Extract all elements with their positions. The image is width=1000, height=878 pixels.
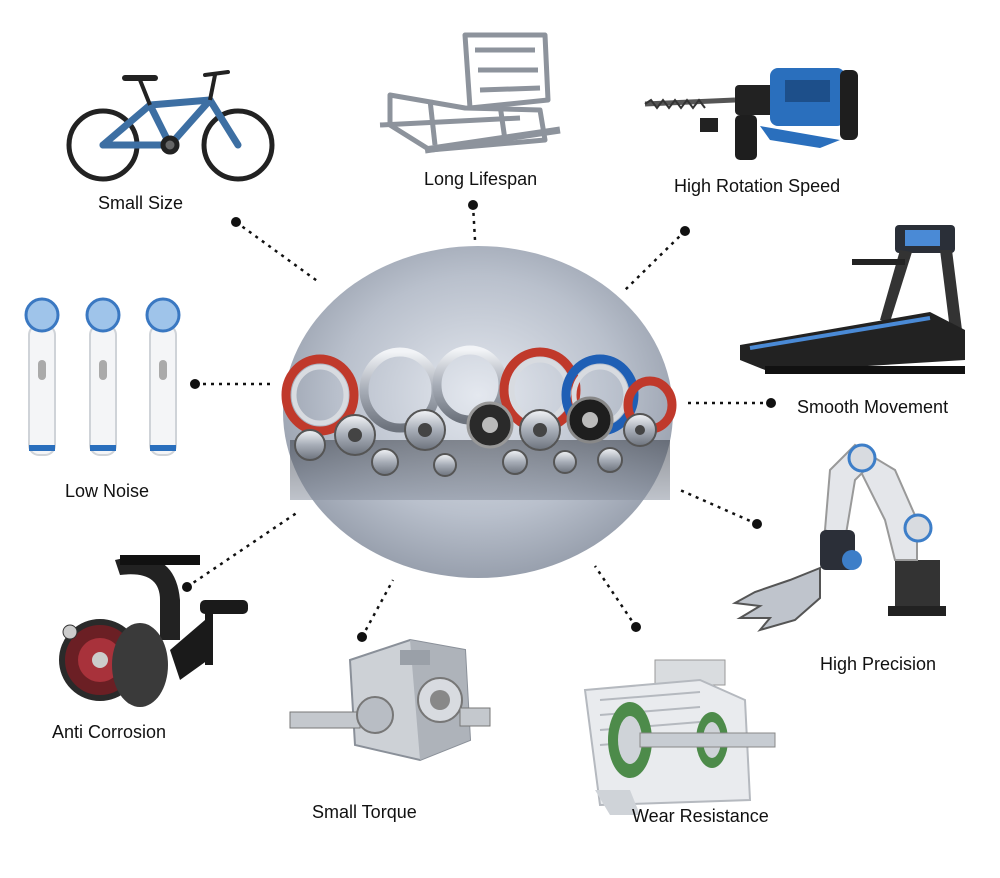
robot-arm-icon bbox=[731, 443, 946, 632]
label-high-rotation-speed: High Rotation Speed bbox=[674, 176, 841, 196]
label-smooth-movement: Smooth Movement bbox=[797, 397, 949, 417]
connector-lines bbox=[186, 204, 771, 638]
treadmill-icon bbox=[740, 225, 965, 374]
label-low-noise: Low Noise bbox=[65, 481, 150, 501]
center-bearings-image bbox=[281, 246, 677, 578]
gearbox-icon bbox=[289, 638, 491, 762]
label-high-precision: High Precision bbox=[820, 654, 937, 674]
label-long-lifespan: Long Lifespan bbox=[424, 169, 538, 189]
hammer-drill-icon bbox=[644, 68, 858, 160]
label-wear-resistance: Wear Resistance bbox=[632, 806, 769, 826]
label-anti-corrosion: Anti Corrosion bbox=[52, 722, 167, 742]
electric-motor-icon bbox=[583, 659, 776, 815]
toothbrush-heads-icon bbox=[24, 297, 181, 456]
fishing-reel-icon bbox=[59, 555, 248, 707]
bicycle-icon bbox=[66, 70, 275, 182]
seat-frame-icon bbox=[379, 32, 561, 154]
label-small-torque: Small Torque bbox=[312, 802, 417, 822]
label-small-size: Small Size bbox=[98, 193, 184, 213]
connector-dots bbox=[182, 200, 776, 642]
